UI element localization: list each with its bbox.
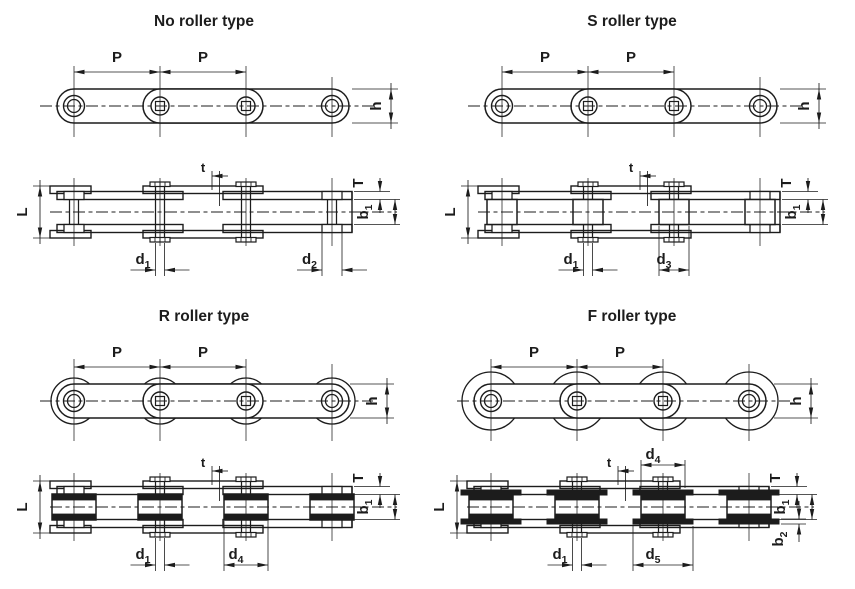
pitch-dimension-label: P — [615, 344, 625, 361]
plate-height-label: h — [368, 101, 385, 110]
flange-diameter-label: d5 — [645, 546, 660, 566]
roller-diameter-label: d4 — [645, 446, 660, 466]
inner-plate-thickness-label: t — [607, 455, 612, 470]
pin-diameter-label: d1 — [135, 251, 150, 271]
pitch-dimension-label: P — [112, 344, 122, 361]
pin-diameter-label: d1 — [563, 251, 578, 271]
inner-plate-thickness-label: t — [629, 160, 634, 175]
pitch-dimension-label: P — [529, 344, 539, 361]
plate-height-label: h — [796, 101, 813, 110]
pitch-dimension-label: P — [540, 49, 550, 66]
inner-width-label: b1 — [772, 499, 792, 514]
plate-thickness-label: T — [350, 473, 367, 482]
top-view: P Ph — [457, 344, 818, 441]
inner-width-label: b1 — [783, 204, 803, 219]
pitch-dimension-label: P — [198, 49, 208, 66]
pitch-dimension-label: P — [112, 49, 122, 66]
pin-diameter-label: d1 — [135, 546, 150, 566]
pin-diameter-label: d1 — [552, 546, 567, 566]
plate-thickness-label: T — [767, 473, 784, 482]
quadrant-title: S roller type — [587, 13, 677, 30]
pin-length-label: L — [442, 207, 459, 216]
inner-width-label: b1 — [355, 499, 375, 514]
plate-thickness-label: T — [350, 178, 367, 187]
pin-length-label: L — [14, 502, 31, 511]
plate-height-label: h — [788, 396, 805, 405]
top-view: P Ph — [40, 49, 398, 137]
pitch-dimension-label: P — [626, 49, 636, 66]
small-roller-diameter-label: d3 — [656, 251, 671, 271]
pitch-dimension-label: P — [198, 344, 208, 361]
roller-diameter-label: d4 — [228, 546, 243, 566]
top-view: P Ph — [40, 344, 394, 441]
quadrant-title: F roller type — [588, 308, 677, 325]
flange-thickness-label: b2 — [770, 531, 790, 546]
plate-thickness-label: T — [778, 178, 795, 187]
quadrant-title: R roller type — [159, 308, 250, 325]
inner-width-label: b1 — [355, 204, 375, 219]
plate-height-label: h — [364, 396, 381, 405]
pin-length-label: L — [14, 207, 31, 216]
top-view: P Ph — [468, 49, 826, 137]
bush-diameter-label: d2 — [302, 251, 317, 271]
pin-length-label: L — [431, 502, 448, 511]
inner-plate-thickness-label: t — [201, 455, 206, 470]
quadrant-title: No roller type — [154, 13, 254, 30]
inner-plate-thickness-label: t — [201, 160, 206, 175]
